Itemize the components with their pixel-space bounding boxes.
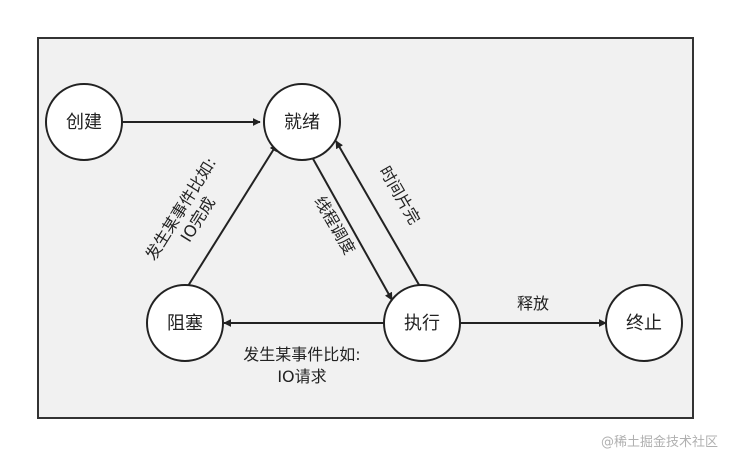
diagram-panel <box>37 37 694 419</box>
node-blocked: 阻塞 <box>146 284 224 362</box>
node-terminated: 终止 <box>605 284 683 362</box>
edge-blocked-to-ready <box>187 143 278 287</box>
node-terminated-label: 终止 <box>626 313 662 334</box>
label-event-io-req-line2: IO请求 <box>277 367 326 386</box>
watermark: @稀土掘金技术社区 <box>601 434 718 450</box>
edge-running-to-ready <box>335 140 423 291</box>
node-ready: 就绪 <box>263 83 341 161</box>
node-create-label: 创建 <box>66 112 102 133</box>
node-ready-label: 就绪 <box>284 112 320 133</box>
edge-ready-to-running <box>311 156 393 301</box>
node-running-label: 执行 <box>404 313 440 334</box>
label-release: 释放 <box>517 294 549 313</box>
node-running: 执行 <box>383 284 461 362</box>
label-event-io-req-line1: 发生某事件比如: <box>243 345 360 364</box>
node-blocked-label: 阻塞 <box>167 313 203 334</box>
node-create: 创建 <box>45 83 123 161</box>
